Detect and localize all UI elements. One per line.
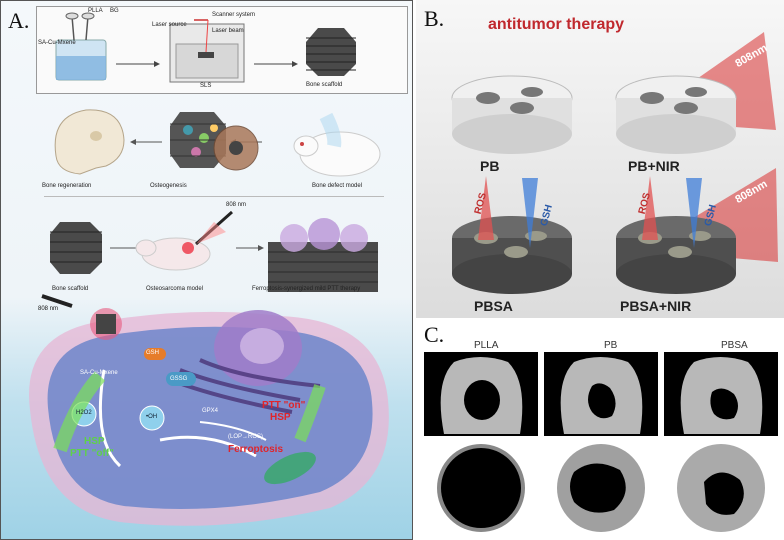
- label-bone-defect-model: Bone defect model: [312, 183, 363, 189]
- label-laser-source: Laser source: [152, 22, 187, 28]
- label-laser-beam: Laser beam: [212, 28, 244, 34]
- label-sacu-mxene: SA-Cu-Mxene: [80, 370, 118, 376]
- panel-a-letter: A.: [8, 8, 30, 33]
- label-h2o2: H2O2: [76, 410, 92, 416]
- divider: [44, 196, 384, 197]
- label-sls: SLS: [200, 83, 212, 89]
- label-bg: BG: [110, 8, 119, 14]
- osteosarcoma-row: [50, 210, 378, 292]
- label-ptt-off: PTT "off": [70, 448, 114, 459]
- ct-label-plla: PLLA: [474, 340, 499, 351]
- ct-label-pb: PB: [604, 340, 618, 351]
- label-pb: PB: [480, 158, 500, 174]
- ct-label-pbsa: PBSA: [721, 340, 748, 351]
- cell-illustration: [29, 294, 389, 526]
- label-osteogenesis: Osteogenesis: [150, 183, 187, 189]
- label-808nm-cell: 808 nm: [38, 306, 59, 312]
- label-bone-regeneration: Bone regeneration: [42, 183, 92, 189]
- label-oh: •OH: [146, 414, 158, 420]
- label-hsp-on: HSP: [270, 412, 291, 423]
- panel-b-illustration: [451, 32, 778, 294]
- panel-b-title: antitumor therapy: [488, 16, 625, 33]
- label-hsp-off: HSP: [84, 436, 105, 447]
- label-gpx4: GPX4: [202, 408, 219, 414]
- label-ferroptosis: Ferroptosis: [228, 444, 284, 455]
- label-pbsa-nir: PBSA+NIR: [620, 298, 692, 314]
- panel-b-letter: B.: [424, 6, 445, 31]
- panel-c-letter: C.: [424, 322, 445, 347]
- label-gsh-cell: GSH: [146, 350, 160, 356]
- label-lop-ros: (LOP→ROS): [228, 434, 264, 440]
- label-ptt-on: PTT "on": [262, 400, 306, 411]
- micro-ct-images: [424, 352, 778, 532]
- label-pbsa: PBSA: [474, 298, 513, 314]
- label-gssg: GSSG: [170, 376, 188, 382]
- label-pb-nir: PB+NIR: [628, 158, 680, 174]
- fabrication-illustration: [55, 12, 356, 83]
- label-scanner-system: Scanner system: [212, 12, 256, 18]
- label-808nm-row3: 808 nm: [226, 202, 247, 208]
- label-osteosarcoma-model: Osteosarcoma model: [146, 286, 204, 292]
- label-sa-cu-mxene: SA-Cu-Mxene: [38, 40, 76, 46]
- bone-regeneration-row: [54, 109, 381, 177]
- label-plla: PLLA: [88, 8, 103, 14]
- label-bone-scaffold-top: Bone scaffold: [306, 82, 343, 88]
- label-bone-scaffold-row3: Bone scaffold: [52, 286, 89, 292]
- label-ferroptosis-therapy: Ferroptosis-synergized mild PTT therapy: [252, 286, 361, 292]
